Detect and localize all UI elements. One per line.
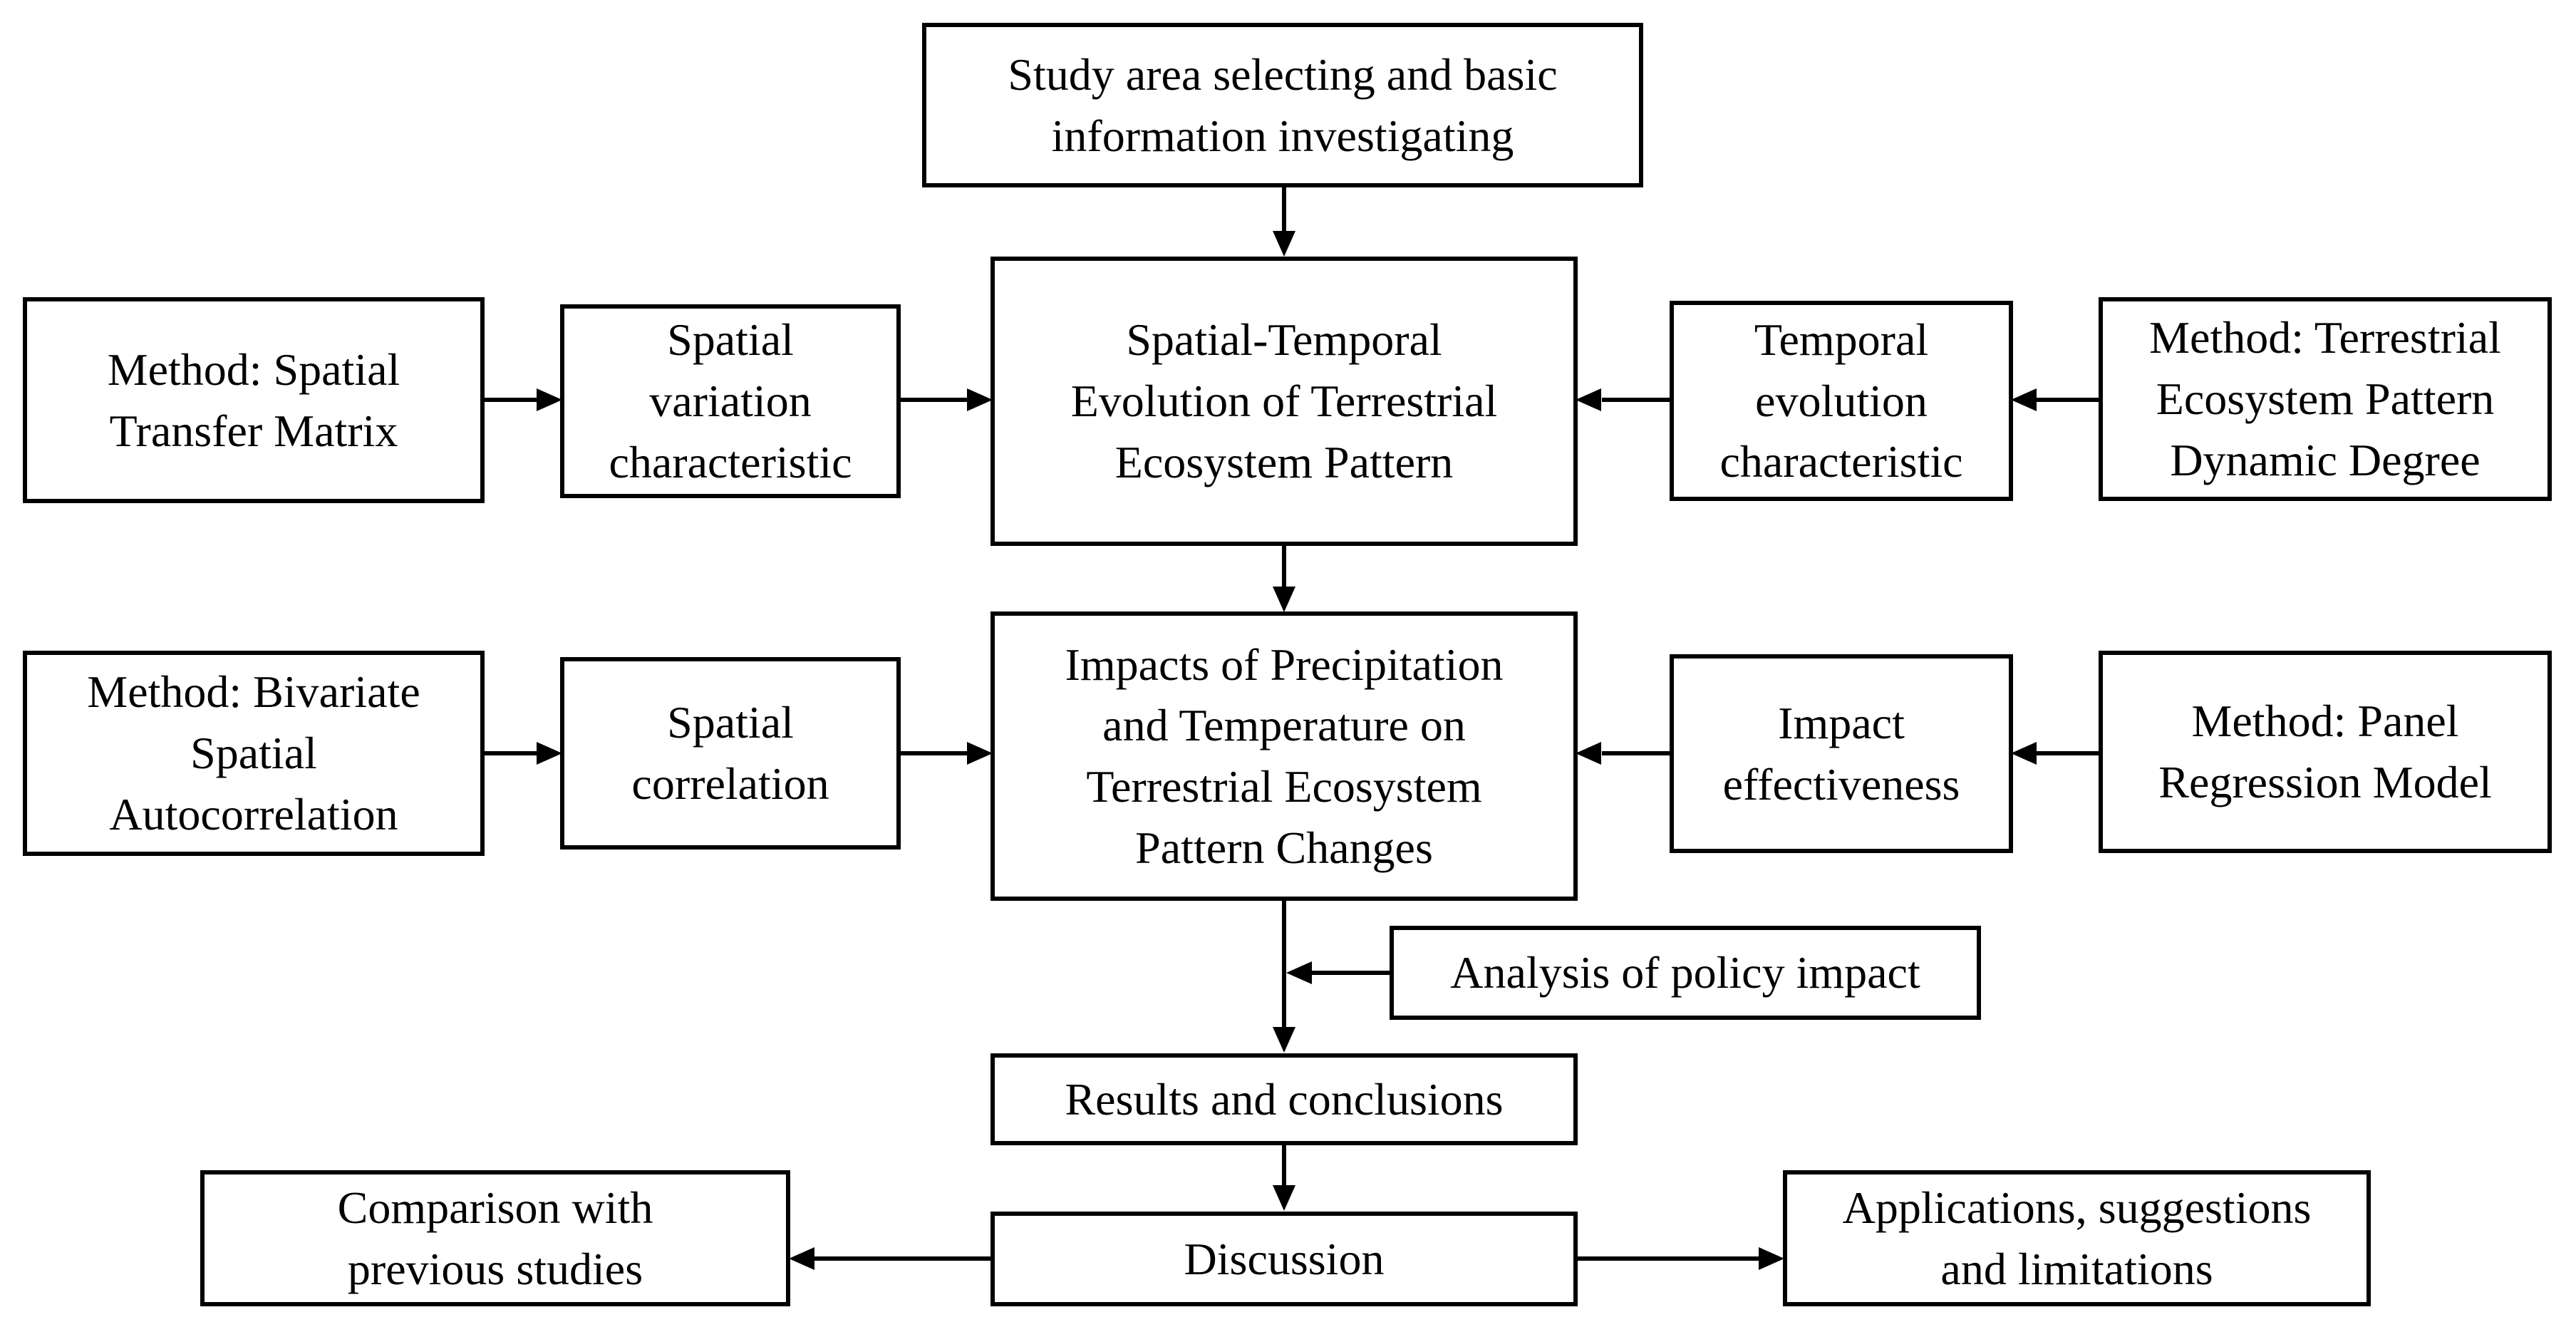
arrowhead-left-icon bbox=[1286, 961, 1312, 984]
node-method-dynamic-degree: Method: Terrestrial Ecosystem Pattern Dy… bbox=[2099, 297, 2552, 501]
connector-evolution-to-impacts bbox=[1282, 544, 1286, 588]
arrowhead-left-icon bbox=[789, 1247, 814, 1270]
connector-study-to-evolution bbox=[1282, 185, 1286, 232]
node-method-bivariate-autocorrelation: Method: Bivariate Spatial Autocorrelatio… bbox=[23, 651, 485, 856]
node-spatial-variation-characteristic: Spatial variation characteristic bbox=[560, 304, 901, 498]
connector-impacts-to-results bbox=[1282, 899, 1286, 1028]
node-method-panel-label: Method: Panel Regression Model bbox=[2158, 696, 2492, 807]
arrowhead-right-icon bbox=[967, 388, 993, 411]
arrowhead-down-icon bbox=[1273, 1185, 1295, 1211]
node-method-spatial-transfer-matrix: Method: Spatial Transfer Matrix bbox=[23, 297, 485, 503]
node-results-conclusions: Results and conclusions bbox=[990, 1053, 1578, 1145]
node-study-area: Study area selecting and basic informati… bbox=[922, 23, 1643, 187]
connector-results-to-discussion bbox=[1282, 1143, 1286, 1187]
node-results-label: Results and conclusions bbox=[1065, 1073, 1504, 1125]
arrowhead-right-icon bbox=[537, 388, 562, 411]
node-policy-impact-label: Analysis of policy impact bbox=[1450, 947, 1920, 998]
node-study-area-label: Study area selecting and basic informati… bbox=[1008, 48, 1558, 161]
connector-transfer-to-variation bbox=[482, 398, 537, 402]
arrowhead-left-icon bbox=[2011, 388, 2037, 411]
connector-panel-to-effectiveness bbox=[2036, 751, 2101, 755]
connector-discussion-to-comparison bbox=[814, 1256, 993, 1261]
node-comparison-label: Comparison with previous studies bbox=[337, 1182, 653, 1294]
arrowhead-left-icon bbox=[2011, 742, 2037, 765]
node-spatial-temporal-evolution: Spatial-Temporal Evolution of Terrestria… bbox=[990, 257, 1578, 546]
arrowhead-down-icon bbox=[1273, 1027, 1295, 1053]
node-impacts-label: Impacts of Precipitation and Temperature… bbox=[1065, 639, 1504, 873]
node-temporal-evolution-label: Temporal evolution characteristic bbox=[1719, 314, 1963, 487]
connector-effectiveness-to-impacts bbox=[1602, 751, 1672, 755]
arrowhead-down-icon bbox=[1273, 587, 1295, 612]
node-spatial-temporal-evolution-label: Spatial-Temporal Evolution of Terrestria… bbox=[1070, 314, 1498, 487]
arrowhead-right-icon bbox=[967, 742, 993, 765]
node-applications-label: Applications, suggestions and limitation… bbox=[1842, 1182, 2312, 1294]
connector-discussion-to-applications bbox=[1575, 1256, 1759, 1261]
node-spatial-variation-label: Spatial variation characteristic bbox=[609, 314, 852, 487]
node-method-spatial-transfer-matrix-label: Method: Spatial Transfer Matrix bbox=[107, 344, 400, 456]
connector-dynamic-to-temporal bbox=[2036, 398, 2101, 402]
node-comparison-previous-studies: Comparison with previous studies bbox=[200, 1170, 790, 1306]
node-method-dynamic-degree-label: Method: Terrestrial Ecosystem Pattern Dy… bbox=[2149, 312, 2501, 485]
connector-temporal-to-evolution bbox=[1602, 398, 1672, 402]
node-discussion: Discussion bbox=[990, 1212, 1578, 1306]
node-spatial-correlation-label: Spatial correlation bbox=[631, 697, 829, 809]
arrowhead-left-icon bbox=[1576, 388, 1601, 411]
node-method-bivariate-label: Method: Bivariate Spatial Autocorrelatio… bbox=[87, 666, 420, 840]
connector-variation-to-evolution bbox=[899, 398, 968, 402]
node-impacts-precipitation-temperature: Impacts of Precipitation and Temperature… bbox=[990, 611, 1578, 901]
node-impact-effectiveness: Impact effectiveness bbox=[1670, 654, 2013, 853]
node-impact-effectiveness-label: Impact effectiveness bbox=[1722, 697, 1960, 810]
arrowhead-right-icon bbox=[1759, 1247, 1784, 1270]
arrowhead-left-icon bbox=[1576, 742, 1601, 765]
arrowhead-down-icon bbox=[1273, 231, 1295, 257]
node-discussion-label: Discussion bbox=[1184, 1233, 1385, 1284]
node-applications-suggestions: Applications, suggestions and limitation… bbox=[1783, 1170, 2371, 1306]
node-temporal-evolution-characteristic: Temporal evolution characteristic bbox=[1670, 301, 2013, 501]
connector-bivariate-to-correlation bbox=[482, 751, 537, 755]
connector-policy-to-spine bbox=[1311, 971, 1391, 975]
connector-correlation-to-impacts bbox=[899, 751, 968, 755]
node-spatial-correlation: Spatial correlation bbox=[560, 657, 901, 850]
node-method-panel-regression: Method: Panel Regression Model bbox=[2099, 651, 2552, 853]
arrowhead-right-icon bbox=[537, 742, 562, 765]
node-analysis-policy-impact: Analysis of policy impact bbox=[1390, 926, 1981, 1020]
